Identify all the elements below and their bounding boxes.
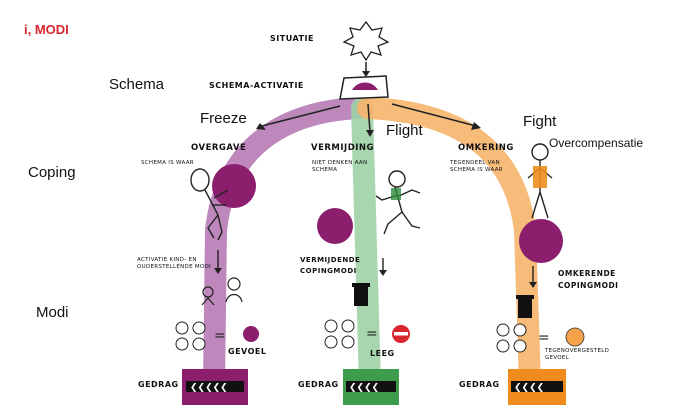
- freeze-figure: [190, 168, 229, 241]
- omkerende-bin-icon: [518, 298, 532, 318]
- situatie-icon: [342, 20, 390, 62]
- freeze-gedrag-label: GEDRAG: [138, 380, 179, 389]
- schema-activatie-icon: [339, 75, 389, 100]
- freeze-result-label: GEVOEL: [228, 347, 267, 356]
- freeze-note: SCHEMA IS WAAR: [141, 160, 194, 166]
- fight-coping-label: OMKERING: [458, 143, 514, 153]
- flight-title: Flight: [386, 122, 423, 139]
- flight-gedrag-label: GEDRAG: [298, 380, 339, 389]
- flight-figure: [375, 170, 421, 235]
- flight-note: NIET DENKEN AAN SCHEMA: [312, 160, 368, 173]
- fight-ball: [519, 219, 563, 263]
- freeze-coping-label: OVERGAVE: [191, 143, 247, 153]
- flight-gedrag-block: ❮❮❮❮: [343, 369, 399, 405]
- svg-text:❮❮❮❮: ❮❮❮❮: [514, 383, 544, 393]
- brand-title: i, MODI: [24, 22, 69, 37]
- svg-text:=: =: [538, 330, 550, 346]
- flight-ball: [317, 208, 353, 244]
- copingmodi-bin-icon: [354, 286, 368, 306]
- fight-path: [357, 97, 541, 396]
- svg-text:=: =: [366, 326, 378, 342]
- flight-emotion-faces: [324, 319, 355, 349]
- fight-modi-label: OMKERENDE COPINGMODI: [558, 269, 619, 290]
- freeze-ball: [212, 164, 256, 208]
- fight-result-label: TEGENOVERGESTELD GEVOEL: [545, 348, 610, 361]
- kind-modi-figures: [201, 277, 243, 306]
- freeze-modi-label: ACTIVATIE KIND- EN OUDERSTELLENDE MODI: [137, 257, 212, 270]
- freeze-gedrag-block: ❮❮❮❮❮: [182, 369, 248, 405]
- flight-coping-label: VERMIJDING: [311, 143, 375, 153]
- overcompensatie-label: Overcompensatie: [549, 136, 644, 150]
- freeze-result-ball: [243, 326, 259, 342]
- schema-activatie-label: SCHEMA-ACTIVATIE: [209, 81, 304, 90]
- situatie-label: SITUATIE: [270, 34, 314, 43]
- fight-title: Fight: [523, 113, 557, 130]
- svg-text:=: =: [214, 328, 226, 344]
- freeze-title: Freeze: [200, 110, 247, 127]
- svg-text:❮❮❮❮: ❮❮❮❮: [349, 383, 379, 393]
- fight-gedrag-label: GEDRAG: [459, 380, 500, 389]
- freeze-path: [203, 97, 369, 396]
- fight-result-ball: [565, 327, 585, 347]
- flight-result-label: LEEG: [370, 349, 395, 358]
- row-label-schema: Schema: [109, 76, 165, 93]
- fight-emotion-faces: [496, 323, 527, 353]
- fight-note: TEGENDEEL VAN SCHEMA IS WAAR: [450, 160, 503, 173]
- flight-modi-label: VERMIJDENDE COPINGMODI: [300, 256, 361, 275]
- svg-text:❮❮❮❮❮: ❮❮❮❮❮: [190, 383, 228, 393]
- fight-gedrag-block: ❮❮❮❮: [508, 369, 566, 405]
- row-label-modi: Modi: [36, 304, 69, 321]
- flight-path: [351, 97, 381, 396]
- freeze-emotion-faces: [175, 321, 206, 351]
- row-label-coping: Coping: [28, 164, 76, 181]
